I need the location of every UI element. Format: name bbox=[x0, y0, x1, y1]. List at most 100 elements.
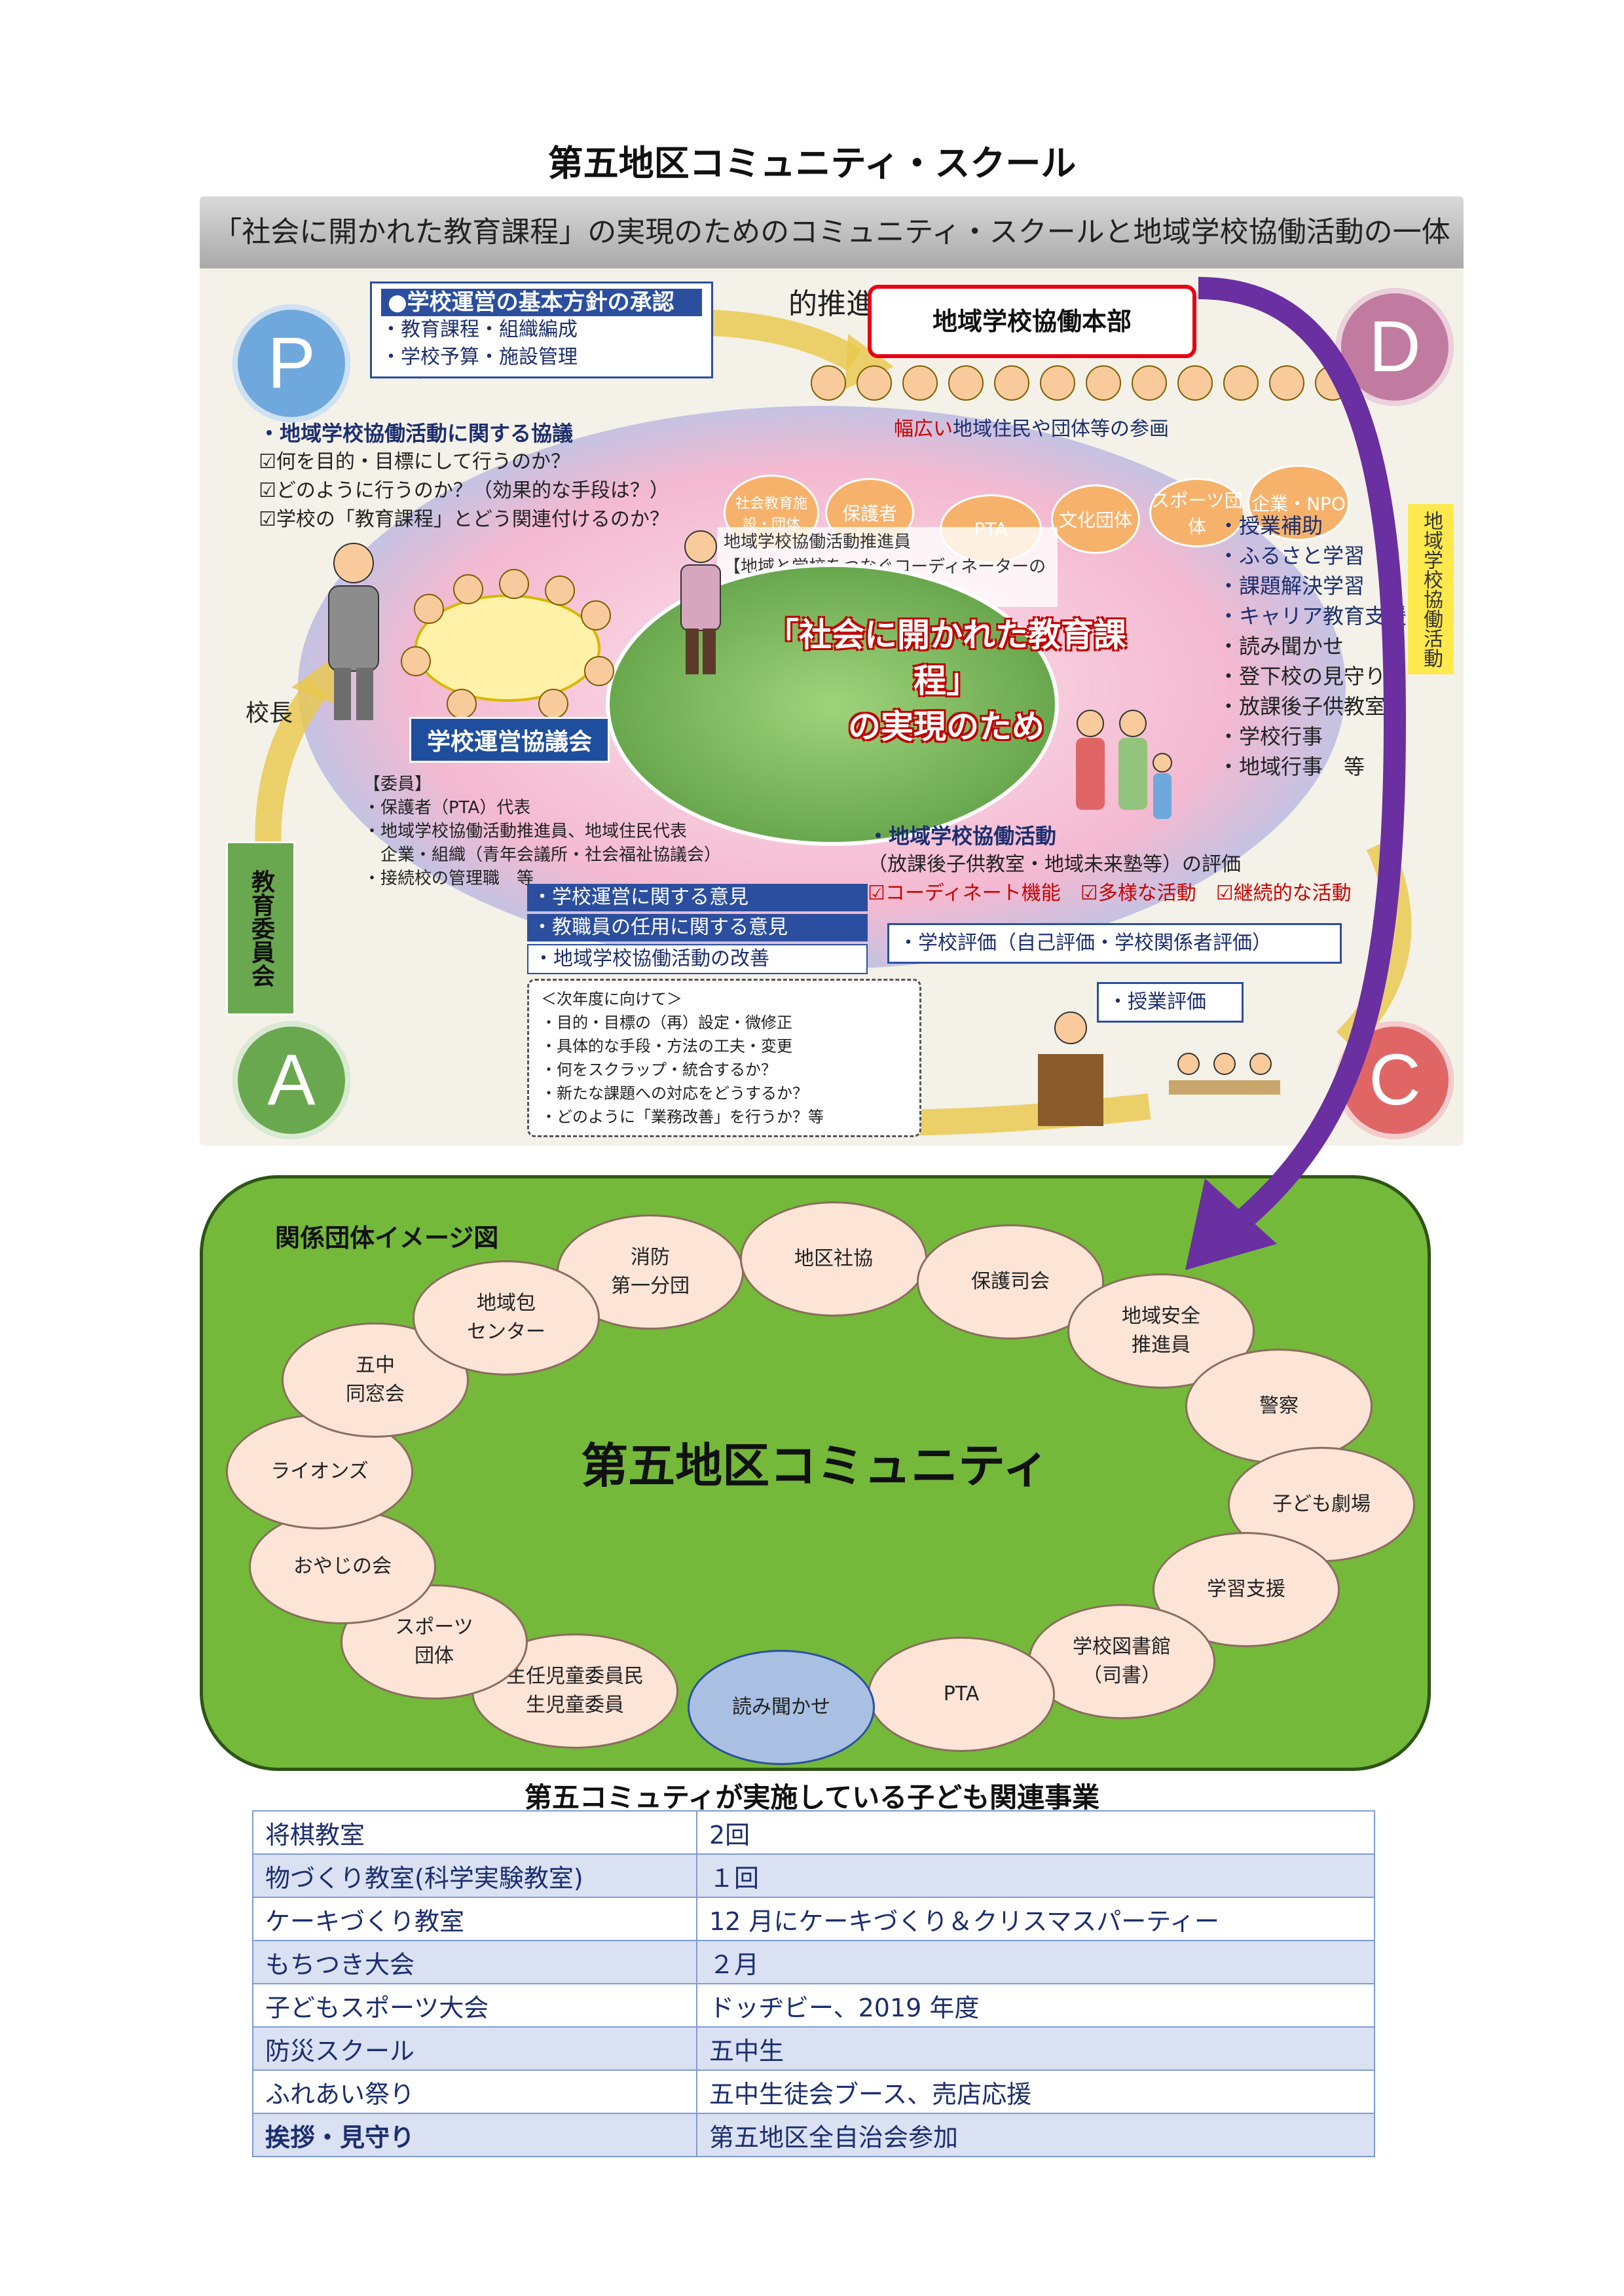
meeting-illustration bbox=[401, 569, 614, 719]
program-detail: ２月 bbox=[696, 1940, 1375, 1984]
principal-label: 校長 bbox=[246, 700, 293, 727]
opinion-line: ・教職員の任用に関する意見 bbox=[527, 914, 868, 941]
activity-item: ・登下校の見守り bbox=[1218, 664, 1386, 689]
table-row: ふれあい祭り五中生徒会ブース、売店応援 bbox=[252, 2069, 1375, 2114]
program-name: 物づくり教室(科学実験教室) bbox=[252, 1853, 697, 1898]
org-circle: おやじの会 bbox=[249, 1509, 436, 1624]
program-name: もちつき大会 bbox=[252, 1940, 697, 1984]
approval-box: ●学校運営の基本方針の承認 ・教育課程・組織編成 ・学校予算・施設管理 bbox=[370, 282, 713, 378]
programs-table-title: 第五コミュティが実施している子ども関連事業 bbox=[524, 1781, 1100, 1813]
table-row: 物づくり教室(科学実験教室)１回 bbox=[252, 1853, 1375, 1898]
activity-item: ・学校行事 bbox=[1218, 724, 1323, 749]
program-name: 子どもスポーツ大会 bbox=[252, 1983, 697, 2028]
activity-item: ・課題解決学習 bbox=[1218, 574, 1365, 598]
org-circle: PTA bbox=[868, 1637, 1055, 1752]
next-year-line: ・新たな課題への対応をどうするか？ bbox=[541, 1084, 808, 1102]
next-year-line: ・どのように「業務改善」を行うか？等 bbox=[541, 1108, 824, 1126]
community-caption: 関係団体イメージ図 bbox=[275, 1224, 499, 1252]
program-detail: 五中生 bbox=[696, 2026, 1375, 2071]
consult-question: ☑学校の「教育課程」とどう関連付けるのか？ bbox=[259, 508, 669, 531]
next-year-line: ・何をスクラップ・統合するか？ bbox=[541, 1061, 777, 1079]
program-name: 将棋教室 bbox=[252, 1810, 697, 1855]
opinion-line: ・地域学校協働活動の改善 bbox=[527, 944, 868, 974]
family-illustration bbox=[1076, 710, 1172, 819]
phase-a-circle: A bbox=[232, 1021, 350, 1139]
activity-item: ・ふるさと学習 bbox=[1218, 543, 1365, 568]
member-line: 【委員】 bbox=[363, 774, 432, 794]
coordinator-illustration bbox=[680, 530, 721, 674]
opinion-line: ・学校運営に関する意見 bbox=[527, 884, 868, 911]
evaluation-marks: ☑コーディネート機能 ☑多様な活動 ☑継続的な活動 bbox=[868, 882, 1352, 905]
activity-item: ・授業補助 bbox=[1218, 513, 1323, 538]
member-line: ・地域学校協働活動推進員、地域住民代表 bbox=[363, 822, 688, 841]
program-detail: 五中生徒会ブース、売店応援 bbox=[696, 2069, 1375, 2114]
pdca-figure: 「社会に開かれた教育課程」の実現のためのコミュニティ・スクールと地域学校協働活動… bbox=[200, 196, 1464, 1146]
program-name: 挨拶・見守り bbox=[252, 2113, 697, 2157]
participation-highlight: 幅広い bbox=[894, 418, 953, 441]
org-circle: 地区社協 bbox=[740, 1201, 927, 1317]
participation-text: 地域住民や団体等の参画 bbox=[953, 418, 1169, 441]
next-year-line: ＜次年度に向けて＞ bbox=[541, 990, 682, 1008]
council-label: 学校運営協議会 bbox=[409, 717, 610, 763]
next-year-line: ・具体的な手段・方法の工夫・変更 bbox=[541, 1037, 792, 1055]
page-title: 第五地区コミュニティ・スクール bbox=[547, 143, 1077, 184]
program-detail: ドッヂビー、2019 年度 bbox=[696, 1983, 1375, 2028]
connector-arrow bbox=[1185, 277, 1407, 1270]
vertical-activity-label: 地域学校協働活動 bbox=[1408, 504, 1454, 674]
member-line: 企業・組織（青年会議所・社会福祉協議会） bbox=[363, 845, 722, 865]
participant-bubble: スポーツ団体 bbox=[1149, 478, 1245, 547]
consult-question: ☑何を目的・目標にして行うのか？ bbox=[259, 450, 570, 473]
community-diagram: 関係団体イメージ図 第五地区コミュニティ 消防 第一分団 地区社協 保護司会 地… bbox=[200, 1175, 1431, 1771]
center-title-line: の実現のため bbox=[848, 708, 1044, 746]
council-members: 【委員】 ・保護者（PTA）代表 ・地域学校協働活動推進員、地域住民代表 企業・… bbox=[363, 773, 769, 890]
next-year-line: ・目的・目標の（再）設定・微修正 bbox=[541, 1013, 792, 1032]
program-detail: 12 月にケーキづくり＆クリスマスパーティー bbox=[696, 1897, 1375, 1941]
board-of-education-box: 教育委員会 bbox=[226, 841, 295, 1015]
approval-head: ●学校運営の基本方針の承認 bbox=[381, 289, 702, 316]
table-row: 挨拶・見守り第五地区全自治会参加 bbox=[252, 2113, 1375, 2157]
evaluation-sub: （放課後子供教室・地域未来塾等）の評価 bbox=[868, 853, 1241, 876]
activities-list: ・授業補助 ・ふるさと学習 ・課題解決学習 ・キャリア教育支援 ・読み聞かせ ・… bbox=[1218, 511, 1414, 782]
activity-item: ・読み聞かせ bbox=[1218, 634, 1344, 659]
next-year-box: ＜次年度に向けて＞ ・目的・目標の（再）設定・微修正 ・具体的な手段・方法の工夫… bbox=[527, 979, 921, 1137]
program-name: 防災スクール bbox=[252, 2026, 697, 2071]
activity-item: ・キャリア教育支援 bbox=[1218, 604, 1407, 629]
evaluation-head: ・地域学校協働活動 bbox=[868, 824, 1057, 848]
evaluation-text: ・地域学校協働活動 （放課後子供教室・地域未来塾等）の評価 ☑コーディネート機能… bbox=[868, 822, 1457, 908]
approval-item: ・学校予算・施設管理 bbox=[381, 346, 578, 369]
member-line: ・接続校の管理職 等 bbox=[363, 869, 534, 888]
class-eval-box: ・授業評価 bbox=[1097, 982, 1244, 1023]
opinions-box: ・学校運営に関する意見 ・教職員の任用に関する意見 ・地域学校協働活動の改善 bbox=[527, 884, 868, 974]
program-name: ケーキづくり教室 bbox=[252, 1897, 697, 1941]
coordinator-title: 地域学校協働活動推進員 bbox=[724, 532, 912, 552]
phase-p-circle: P bbox=[232, 304, 350, 422]
participation-label: 幅広い地域住民や団体等の参画 bbox=[894, 412, 1169, 441]
table-row: 防災スクール五中生 bbox=[252, 2026, 1375, 2071]
participant-bubble: 文化団体 bbox=[1051, 484, 1140, 554]
hq-box: 地域学校協働本部 bbox=[868, 285, 1196, 358]
center-title-line: 「社会に開かれた教育課程」 bbox=[766, 616, 1126, 700]
program-detail: １回 bbox=[696, 1853, 1375, 1898]
program-detail: 2回 bbox=[696, 1810, 1375, 1855]
center-title: 「社会に開かれた教育課程」 の実現のため bbox=[763, 612, 1130, 750]
org-circle: 地域包 センター bbox=[413, 1260, 600, 1376]
activity-item: ・放課後子供教室 bbox=[1218, 694, 1386, 719]
activity-item: ・地域行事 等 bbox=[1218, 754, 1365, 779]
community-title: 第五地区コミュニティ bbox=[581, 1438, 1050, 1493]
program-name: ふれあい祭り bbox=[252, 2069, 697, 2114]
table-row: 子どもスポーツ大会ドッヂビー、2019 年度 bbox=[252, 1983, 1375, 2028]
principal-illustration bbox=[328, 543, 379, 720]
participants-illustration bbox=[811, 365, 1350, 401]
org-circle: 警察 bbox=[1185, 1349, 1373, 1464]
consult-question: ☑どのように行うのか？（効果的な手段は？） bbox=[259, 479, 669, 502]
consult-text: ・地域学校協働活動に関する協議 ☑何を目的・目標にして行うのか？ ☑どのように行… bbox=[259, 419, 796, 534]
org-circle: 学校図書館 （司書） bbox=[1028, 1604, 1215, 1719]
member-line: ・保護者（PTA）代表 bbox=[363, 798, 531, 818]
figure-banner: 「社会に開かれた教育課程」の実現のためのコミュニティ・スクールと地域学校協働活動… bbox=[200, 196, 1464, 321]
school-eval-box: ・学校評価（自己評価・学校関係者評価） bbox=[887, 923, 1342, 964]
participant-bubble: 企業・NPO bbox=[1247, 465, 1350, 541]
